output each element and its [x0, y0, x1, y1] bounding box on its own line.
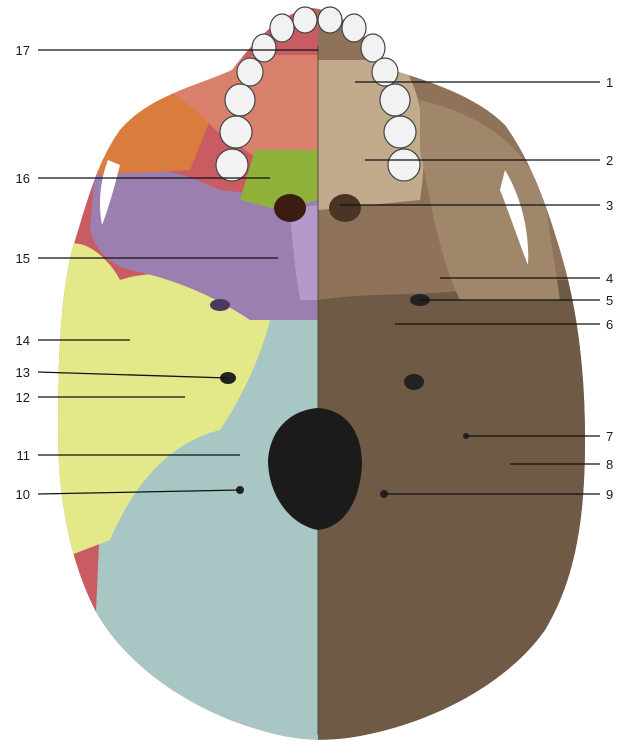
label-14: 14	[15, 333, 30, 348]
label-5: 5	[606, 293, 614, 308]
label-9: 9	[606, 487, 614, 502]
foramen-magnum	[268, 408, 362, 530]
choana-left	[274, 194, 306, 222]
leader-lines	[37, 49, 600, 495]
choana-right	[329, 194, 361, 222]
label-6: 6	[606, 317, 614, 332]
zygomatic-opening-right	[500, 170, 529, 265]
label-12: 12	[15, 390, 30, 405]
label-13: 13	[15, 365, 30, 380]
label-1: 1	[606, 75, 614, 90]
label-3: 3	[606, 198, 614, 213]
palatine-bone-left	[240, 150, 318, 210]
label-16: 16	[15, 171, 30, 186]
label-7: 7	[606, 429, 614, 444]
zygomatic-opening-left	[100, 160, 120, 225]
label-11: 11	[16, 448, 31, 463]
label-8: 8	[606, 457, 614, 472]
label-17: 17	[15, 43, 30, 58]
label-2: 2	[606, 153, 614, 168]
label-10: 10	[15, 487, 30, 502]
right-posterior-bone	[318, 280, 585, 740]
teeth	[215, 6, 421, 182]
occipital-bone-left	[90, 420, 318, 740]
label-15: 15	[15, 251, 30, 266]
temporal-bone-left	[58, 243, 270, 560]
foramen-sphenoid-left	[210, 299, 230, 311]
label-4: 4	[606, 271, 614, 286]
vomer-left	[290, 205, 318, 300]
foramen-right	[404, 374, 424, 390]
